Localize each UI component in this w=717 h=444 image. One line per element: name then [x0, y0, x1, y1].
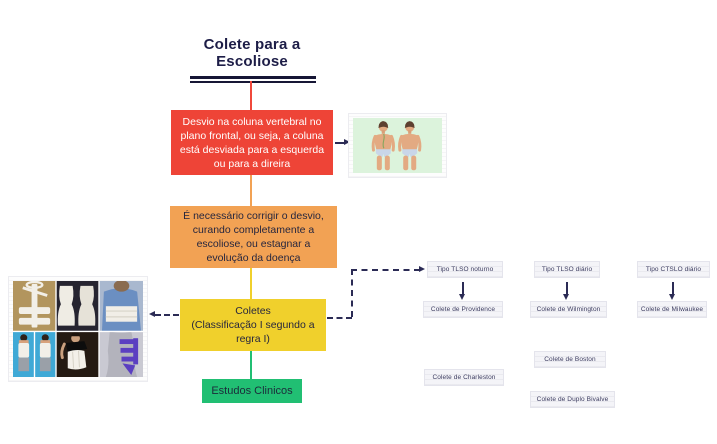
connector-red-to-orange [250, 175, 252, 206]
label-colete-milwaukee[interactable]: Colete de Milwaukee [637, 301, 707, 318]
connector-yellow-to-green [250, 351, 252, 379]
label-text: Colete de Wilmington [536, 306, 601, 313]
label-text: Colete de Milwaukee [640, 306, 704, 313]
node-estudos-clinicos[interactable]: Estudos Clinicos [202, 379, 302, 403]
label-text: Tipo TLSO diário [541, 266, 593, 273]
connector-yellow-elbow-h1 [327, 317, 352, 319]
label-colete-charleston[interactable]: Colete de Charleston [424, 369, 504, 386]
braces-collage-image[interactable] [8, 276, 148, 382]
page-title-line1: Colete para a [203, 36, 301, 53]
label-text: Colete de Boston [544, 356, 596, 363]
arrow-right-icon [419, 266, 425, 272]
connector-orange-to-yellow [250, 268, 252, 299]
label-text: Tipo TLSO noturno [436, 266, 494, 273]
node-desvio[interactable]: Desvio na coluna vertebral no plano fron… [171, 110, 333, 175]
label-text: Colete de Charleston [432, 374, 496, 381]
label-text: Tipo CTSLO diário [645, 266, 702, 273]
node-coletes-line2: (Classificação I segundo a regra I) [191, 319, 315, 345]
label-text: Colete de Providence [430, 306, 496, 313]
node-necessario-text: É necessário corrigir o desvio, curando … [183, 210, 324, 264]
node-estudos-text: Estudos Clinicos [211, 385, 293, 397]
connector-title-to-red [250, 81, 252, 110]
connector-col1 [462, 282, 464, 294]
label-colete-boston[interactable]: Colete de Boston [534, 351, 606, 368]
arrow-down-icon [563, 294, 569, 300]
scoliosis-illustration-image[interactable] [348, 113, 447, 178]
label-colete-wilmington[interactable]: Colete de Wilmington [530, 301, 607, 318]
scoliosis-braces-photo-collage [13, 281, 143, 377]
title-underline [190, 76, 316, 83]
label-tipo-tlso-diario[interactable]: Tipo TLSO diário [534, 261, 600, 278]
page-title: Colete para a Escoliose [168, 36, 336, 70]
scoliosis-back-view-illustration [353, 118, 442, 173]
node-desvio-text: Desvio na coluna vertebral no plano fron… [179, 115, 325, 170]
page-title-line2: Escoliose [216, 53, 288, 70]
label-tipo-ctslo-diario[interactable]: Tipo CTSLO diário [637, 261, 710, 278]
connector-yellow-to-collage [155, 314, 179, 316]
connector-yellow-elbow-v [351, 269, 353, 317]
arrow-right-icon [344, 139, 350, 145]
connector-col3 [672, 282, 674, 294]
node-coletes[interactable]: Coletes (Classificação I segundo a regra… [180, 299, 326, 351]
arrow-left-icon [149, 311, 155, 317]
connector-yellow-elbow-h2 [351, 269, 420, 271]
label-colete-duplo-bivalve[interactable]: Colete de Duplo Bivalve [530, 391, 615, 408]
node-coletes-line1: Coletes [235, 305, 271, 317]
connector-red-to-illustration [335, 142, 345, 144]
arrow-down-icon [669, 294, 675, 300]
label-text: Colete de Duplo Bivalve [536, 396, 609, 403]
node-necessario[interactable]: É necessário corrigir o desvio, curando … [170, 206, 337, 268]
label-tipo-tlso-noturno[interactable]: Tipo TLSO noturno [427, 261, 503, 278]
connector-col2 [566, 282, 568, 294]
arrow-down-icon [459, 294, 465, 300]
label-colete-providence[interactable]: Colete de Providence [423, 301, 503, 318]
